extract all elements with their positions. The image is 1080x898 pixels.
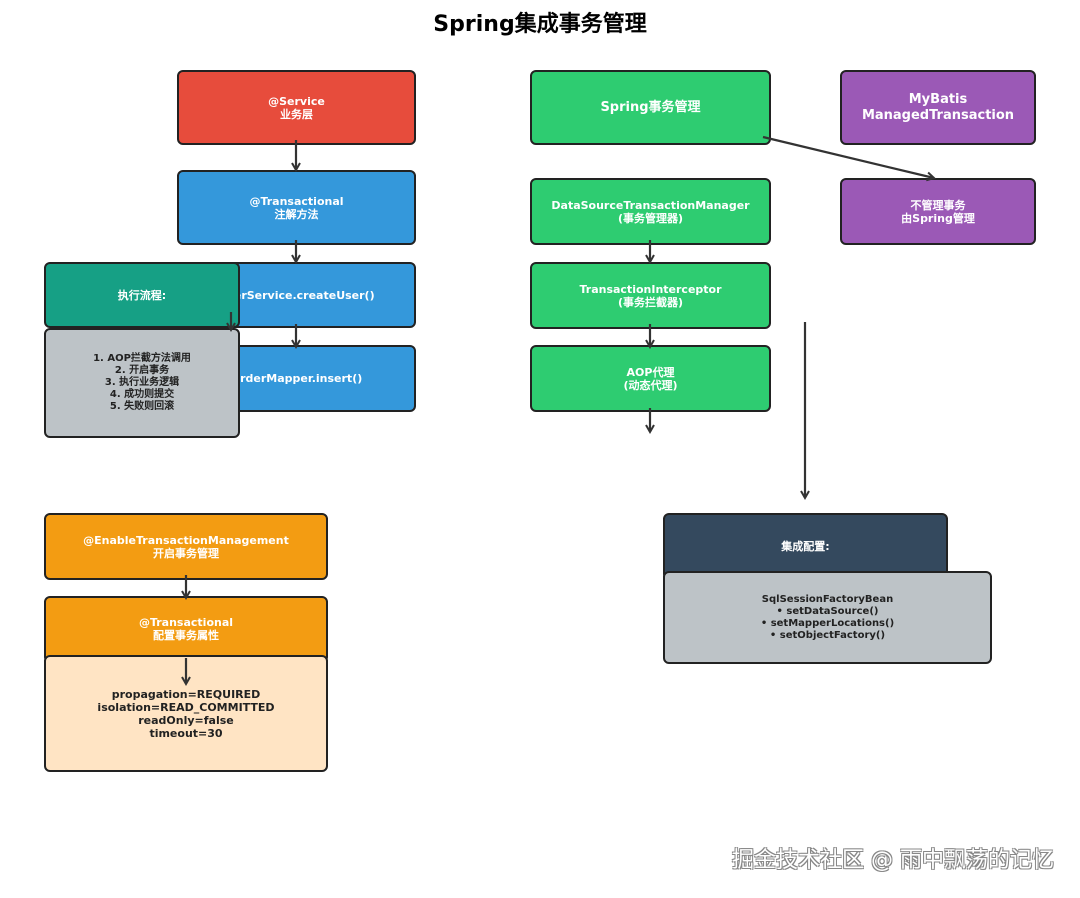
node-label: OrderMapper.insert() xyxy=(230,372,363,385)
arrow-spring-to-nomanage xyxy=(762,135,934,178)
node-label: (事务管理器) xyxy=(617,211,684,225)
config-line: • setObjectFactory() xyxy=(769,629,886,641)
node-label: (事务拦截器) xyxy=(617,295,684,309)
attr-line: isolation=READ_COMMITTED xyxy=(97,700,275,714)
integration-config: SqlSessionFactoryBean • setDataSource() … xyxy=(663,571,992,664)
node-label: DataSourceTransactionManager xyxy=(551,198,750,212)
node-label: Spring事务管理 xyxy=(600,99,701,115)
flow-step: 2. 开启事务 xyxy=(114,365,170,376)
attr-line: readOnly=false xyxy=(138,713,234,727)
config-line: • setDataSource() xyxy=(776,605,879,617)
exec-flow-steps: 1. AOP拦截方法调用 2. 开启事务 3. 执行业务逻辑 4. 成功则提交 … xyxy=(44,328,240,438)
node-label: 注解方法 xyxy=(274,207,319,221)
mybatis-tx-node: MyBatis ManagedTransaction xyxy=(840,70,1036,145)
config-line: SqlSessionFactoryBean xyxy=(761,593,894,605)
attr-line: timeout=30 xyxy=(149,726,223,740)
flow-step: 3. 执行业务逻辑 xyxy=(104,377,180,388)
node-label: 开启事务管理 xyxy=(153,546,219,560)
node-label: 由Spring管理 xyxy=(901,211,975,225)
service-layer-node: @Service 业务层 xyxy=(177,70,416,145)
watermark: 掘金技术社区 @ 雨中飘荡的记忆 xyxy=(732,848,1054,873)
node-label: ManagedTransaction xyxy=(861,107,1015,123)
node-label: @Service xyxy=(268,94,325,108)
node-label: 执行流程: xyxy=(117,288,167,302)
flow-step: 4. 成功则提交 xyxy=(109,389,175,400)
node-label: @EnableTransactionManagement xyxy=(83,533,289,547)
node-label: 不管理事务 xyxy=(910,198,966,212)
node-label: 集成配置: xyxy=(781,540,830,553)
diagram-title: Spring集成事务管理 xyxy=(433,12,647,37)
spring-tx-node: Spring事务管理 xyxy=(530,70,771,145)
node-label: (动态代理) xyxy=(623,378,678,392)
node-label: TransactionInterceptor xyxy=(579,282,722,296)
flow-step: 1. AOP拦截方法调用 xyxy=(93,353,191,364)
integration-header: 集成配置: xyxy=(663,513,948,580)
exec-flow-header: 执行流程: xyxy=(44,262,240,328)
node-label: MyBatis xyxy=(908,91,968,107)
flow-step: 5. 失败则回滚 xyxy=(109,401,175,412)
node-label: 配置事务属性 xyxy=(153,629,219,642)
node-label: @Transactional xyxy=(249,194,344,208)
no-manage-node: 不管理事务 由Spring管理 xyxy=(840,178,1036,245)
node-label: AOP代理 xyxy=(626,365,675,379)
aop-proxy-node: AOP代理 (动态代理) xyxy=(530,345,771,412)
node-label: @Transactional xyxy=(138,616,234,629)
attr-line: propagation=REQUIRED xyxy=(111,687,261,701)
node-label: UserService.createUser() xyxy=(218,288,375,302)
node-label: 业务层 xyxy=(280,107,313,121)
config-line: • setMapperLocations() xyxy=(760,617,895,629)
